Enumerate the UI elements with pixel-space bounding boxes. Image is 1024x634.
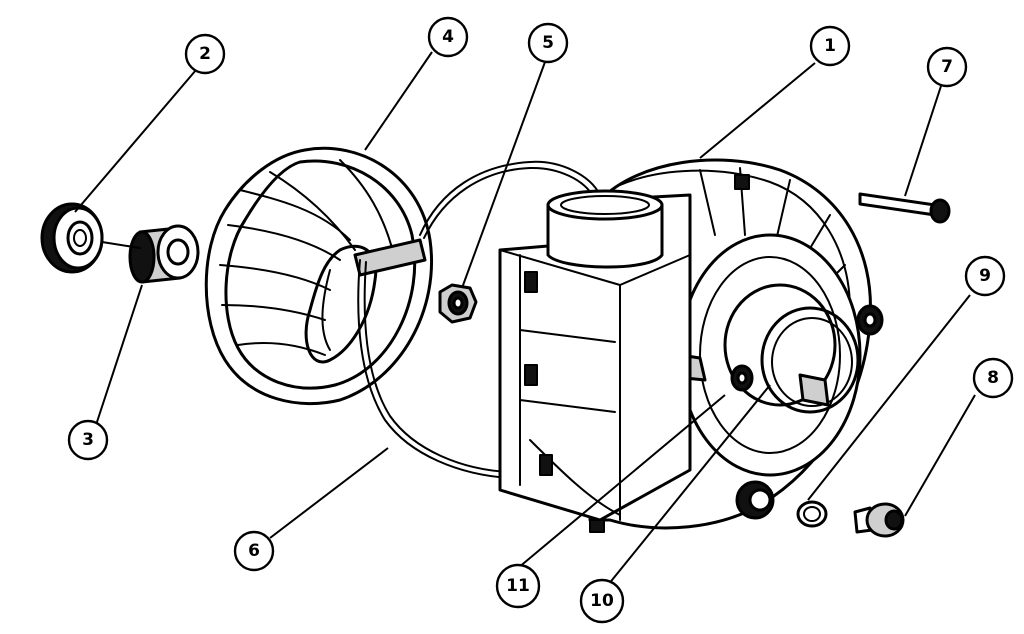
callout-3-label: 3 <box>82 430 94 450</box>
callout-2: 2 <box>184 33 226 75</box>
callout-8: 8 <box>972 357 1014 399</box>
callout-4-label: 4 <box>442 27 454 47</box>
callout-4: 4 <box>427 16 469 58</box>
callout-1: 1 <box>809 25 851 67</box>
callout-6-label: 6 <box>248 541 260 561</box>
callout-9: 9 <box>964 255 1006 297</box>
leader-3 <box>95 284 143 426</box>
callout-10-label: 10 <box>590 591 614 611</box>
callout-8-label: 8 <box>987 368 999 388</box>
seal-ring-part <box>40 202 104 274</box>
bushing-part <box>101 224 200 284</box>
callout-9-label: 9 <box>979 266 991 286</box>
leader-5 <box>461 61 546 289</box>
callout-3: 3 <box>67 419 109 461</box>
callout-5-label: 5 <box>542 33 554 53</box>
drain-plug-part <box>853 502 905 538</box>
callout-7: 7 <box>926 46 968 88</box>
long-bolt-part <box>858 192 951 224</box>
leader-2 <box>74 69 197 213</box>
leader-10 <box>607 384 771 586</box>
callout-1-label: 1 <box>824 36 836 56</box>
leader-9 <box>807 294 971 501</box>
leader-11 <box>517 394 726 569</box>
pump-body-part <box>498 158 884 533</box>
cover-plate-part <box>204 146 433 406</box>
leader-7 <box>904 85 942 197</box>
hex-nut-part <box>438 283 478 324</box>
callout-11: 11 <box>495 563 541 609</box>
small-oring-part <box>796 500 828 528</box>
leader-4 <box>364 51 433 151</box>
callout-10: 10 <box>579 578 625 624</box>
callout-6: 6 <box>233 530 275 572</box>
callout-5: 5 <box>527 22 569 64</box>
leader-8 <box>904 394 976 517</box>
callout-11-label: 11 <box>506 576 530 596</box>
gasket-ring-part <box>357 160 601 479</box>
leader-1 <box>699 62 816 159</box>
leader-lines <box>74 51 976 586</box>
callout-7-label: 7 <box>941 57 953 77</box>
callout-2-label: 2 <box>199 44 211 64</box>
leader-6 <box>269 447 389 539</box>
